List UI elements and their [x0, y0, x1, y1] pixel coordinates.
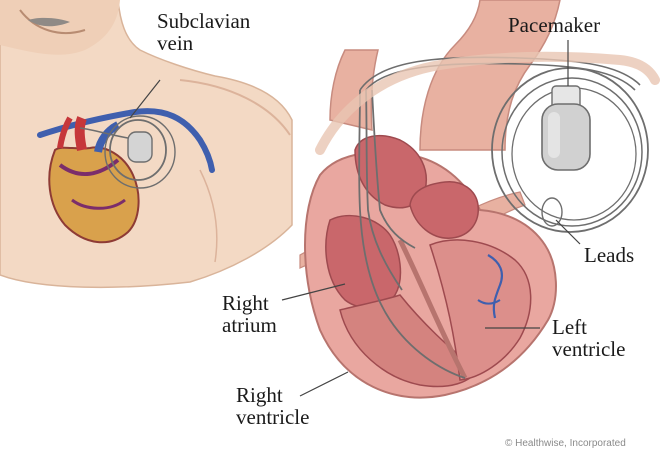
left-ventricle-line2: ventricle — [552, 338, 625, 360]
leads-text: Leads — [584, 243, 634, 267]
right-ventricle-line1: Right — [236, 384, 309, 406]
right-atrium-line2: atrium — [222, 314, 277, 336]
right-atrium-label: Right atrium — [222, 292, 277, 336]
left-ventricle-line1: Left — [552, 316, 625, 338]
right-ventricle-label: Right ventricle — [236, 384, 309, 428]
subclavian-vein-line1: Subclavian — [157, 10, 250, 32]
left-ventricle-label: Left ventricle — [552, 316, 625, 360]
leads-label: Leads — [584, 244, 634, 266]
pacemaker-label: Pacemaker — [508, 14, 600, 36]
copyright-credit: © Healthwise, Incorporated — [505, 438, 626, 449]
subclavian-vein-line2: vein — [157, 32, 250, 54]
right-atrium-line1: Right — [222, 292, 277, 314]
pacemaker-text: Pacemaker — [508, 13, 600, 37]
subclavian-vein-label: Subclavian vein — [157, 10, 250, 54]
right-ventricle-line2: ventricle — [236, 406, 309, 428]
